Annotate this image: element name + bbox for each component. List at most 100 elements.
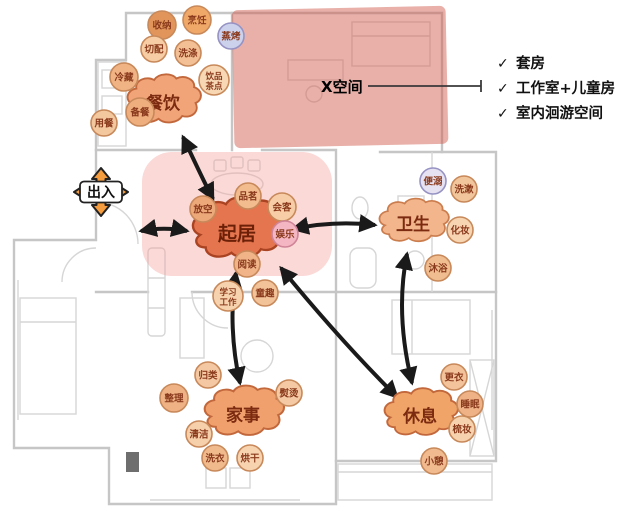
sub-bubble-housework-5: 熨烫	[275, 379, 303, 407]
check-icon: ✓	[497, 106, 509, 122]
sub-bubble-label-line1: 学习	[219, 287, 236, 298]
sub-bubble-shape	[448, 415, 476, 443]
sub-bubble-shape	[201, 444, 229, 472]
sub-bubble-shape	[450, 175, 478, 203]
sub-bubble-shape	[271, 220, 299, 248]
zone-bubble-housework: 家事	[203, 384, 286, 436]
sub-bubble-housework-0: 归类	[194, 361, 222, 389]
sub-bubble-shape	[420, 447, 448, 475]
sub-bubble-rest-1: 睡眠	[456, 390, 484, 418]
sub-bubble-housework-1: 整理	[159, 383, 189, 413]
sub-bubble-label-line1: 饮品	[204, 71, 223, 82]
zone-bubble-living: 起居	[191, 196, 286, 259]
sub-bubble-dining-drink: 饮品 茶点	[198, 64, 230, 96]
sub-bubble-label: 阅读	[237, 259, 257, 271]
sub-bubble-shape	[198, 64, 230, 96]
sub-bubble-dining-4: 洗涤	[174, 39, 202, 67]
zone-label-housework: 家事	[226, 405, 260, 426]
sofa-cushion-lines	[148, 277, 165, 309]
sub-bubble-hygiene-1: 洗漱	[450, 175, 478, 203]
legend-item-label: 室内洄游空间	[516, 104, 603, 122]
kitchen-counter	[97, 61, 127, 147]
relation-arrows	[138, 134, 418, 399]
sub-bubble-label: 品茗	[238, 191, 258, 203]
sub-bubble-label: 童趣	[255, 288, 275, 300]
x-space-callout: X空间	[321, 78, 482, 96]
sub-bubble-housework-3: 洗衣	[201, 444, 229, 472]
x-space-label: X空间	[321, 78, 363, 96]
sub-bubble-label-line2: 茶点	[204, 81, 223, 92]
sub-bubble-shape	[446, 216, 474, 244]
sub-bubble-living-3: 娱乐	[271, 220, 299, 248]
sub-bubble-label: 烘干	[240, 453, 260, 465]
legend-item-label: 套房	[515, 54, 545, 72]
sub-bubble-label: 备餐	[129, 107, 150, 119]
sub-bubble-shape	[456, 390, 484, 418]
zone-label-rest: 休息	[402, 406, 437, 427]
sub-bubble-living-5: 童趣	[251, 279, 279, 307]
sub-bubble-shape	[182, 5, 212, 35]
sub-bubble-label: 梳妆	[452, 424, 472, 436]
sub-bubble-label: 小憩	[423, 456, 444, 468]
sub-bubble-label: 蒸烤	[221, 31, 241, 43]
entry-label-box	[79, 180, 123, 204]
sub-bubble-shape	[275, 379, 303, 407]
sub-bubble-living-1: 会客	[267, 192, 297, 222]
sub-bubble-shape	[440, 363, 468, 391]
legend-item-suite: ✓ 套房	[497, 54, 545, 72]
sub-bubble-living-4: 阅读	[233, 250, 261, 278]
sub-bubble-label: 放空	[192, 204, 213, 216]
sub-bubble-rest-0: 更衣	[440, 363, 468, 391]
check-icon: ✓	[497, 56, 509, 72]
arrow-entry-living	[138, 218, 190, 237]
arrow-living-hygiene	[290, 214, 378, 235]
legend-item-circulation: ✓ 室内洄游空间	[497, 104, 603, 122]
sub-bubble-shape	[217, 22, 245, 50]
balcony	[337, 463, 493, 501]
left-room-door-arc	[61, 247, 97, 283]
sub-bubble-label: 归类	[198, 370, 218, 382]
sub-bubble-shape	[90, 109, 118, 137]
sub-bubble-label: 洗漱	[454, 184, 474, 196]
check-icon: ✓	[497, 81, 509, 97]
sub-bubble-dining-1: 烹饪	[182, 5, 212, 35]
sub-bubble-label: 熨烫	[279, 388, 299, 400]
sub-bubble-hygiene-2: 化妆	[446, 216, 474, 244]
shower	[405, 250, 425, 270]
sub-bubble-label: 娱乐	[275, 229, 295, 241]
sub-bubble-label: 睡眠	[460, 399, 480, 411]
dining-chair	[247, 159, 261, 172]
sub-bubble-label: 便溺	[423, 176, 443, 188]
sub-bubble-shape	[189, 195, 217, 223]
zone-bubble-rest: 休息	[383, 387, 459, 436]
entry-icon: 出入	[73, 167, 129, 217]
sub-bubble-label: 化妆	[450, 225, 470, 237]
zone-label-living: 起居	[217, 223, 256, 245]
sub-bubble-label: 收纳	[152, 20, 171, 32]
dryer	[229, 467, 251, 489]
legend-item-label: 工作室+儿童房	[516, 79, 615, 97]
legend: ✓ 套房 ✓ 工作室+儿童房 ✓ 室内洄游空间	[497, 54, 615, 122]
sub-bubble-living-2: 放空	[189, 195, 217, 223]
sub-bubble-hygiene-0: 便溺	[419, 167, 447, 195]
sub-bubble-label: 烹饪	[187, 15, 207, 27]
sub-bubble-living-study: 学习 工作	[212, 280, 244, 312]
sub-bubble-shape	[233, 250, 261, 278]
cabinet	[179, 297, 205, 359]
sub-bubble-dining-0: 收纳	[147, 10, 177, 40]
left-bed	[19, 297, 77, 415]
shaft-block	[126, 452, 139, 472]
sub-bubble-housework-4: 烘干	[236, 444, 264, 472]
arrow-dining-living	[181, 134, 215, 202]
sub-bubble-dining-7: 用餐	[90, 109, 118, 137]
arrow-hygiene-rest	[394, 251, 418, 386]
sub-bubble-label: 洗衣	[205, 453, 225, 465]
sub-bubble-label: 沐浴	[428, 263, 448, 275]
sub-bubble-shape	[109, 62, 139, 92]
zone-label-dining: 餐饮	[146, 93, 181, 114]
sub-bubble-label: 会客	[272, 202, 292, 214]
sub-bubble-dining-6: 备餐	[125, 97, 155, 127]
dining-chair	[230, 156, 244, 169]
bathtub	[349, 247, 377, 289]
